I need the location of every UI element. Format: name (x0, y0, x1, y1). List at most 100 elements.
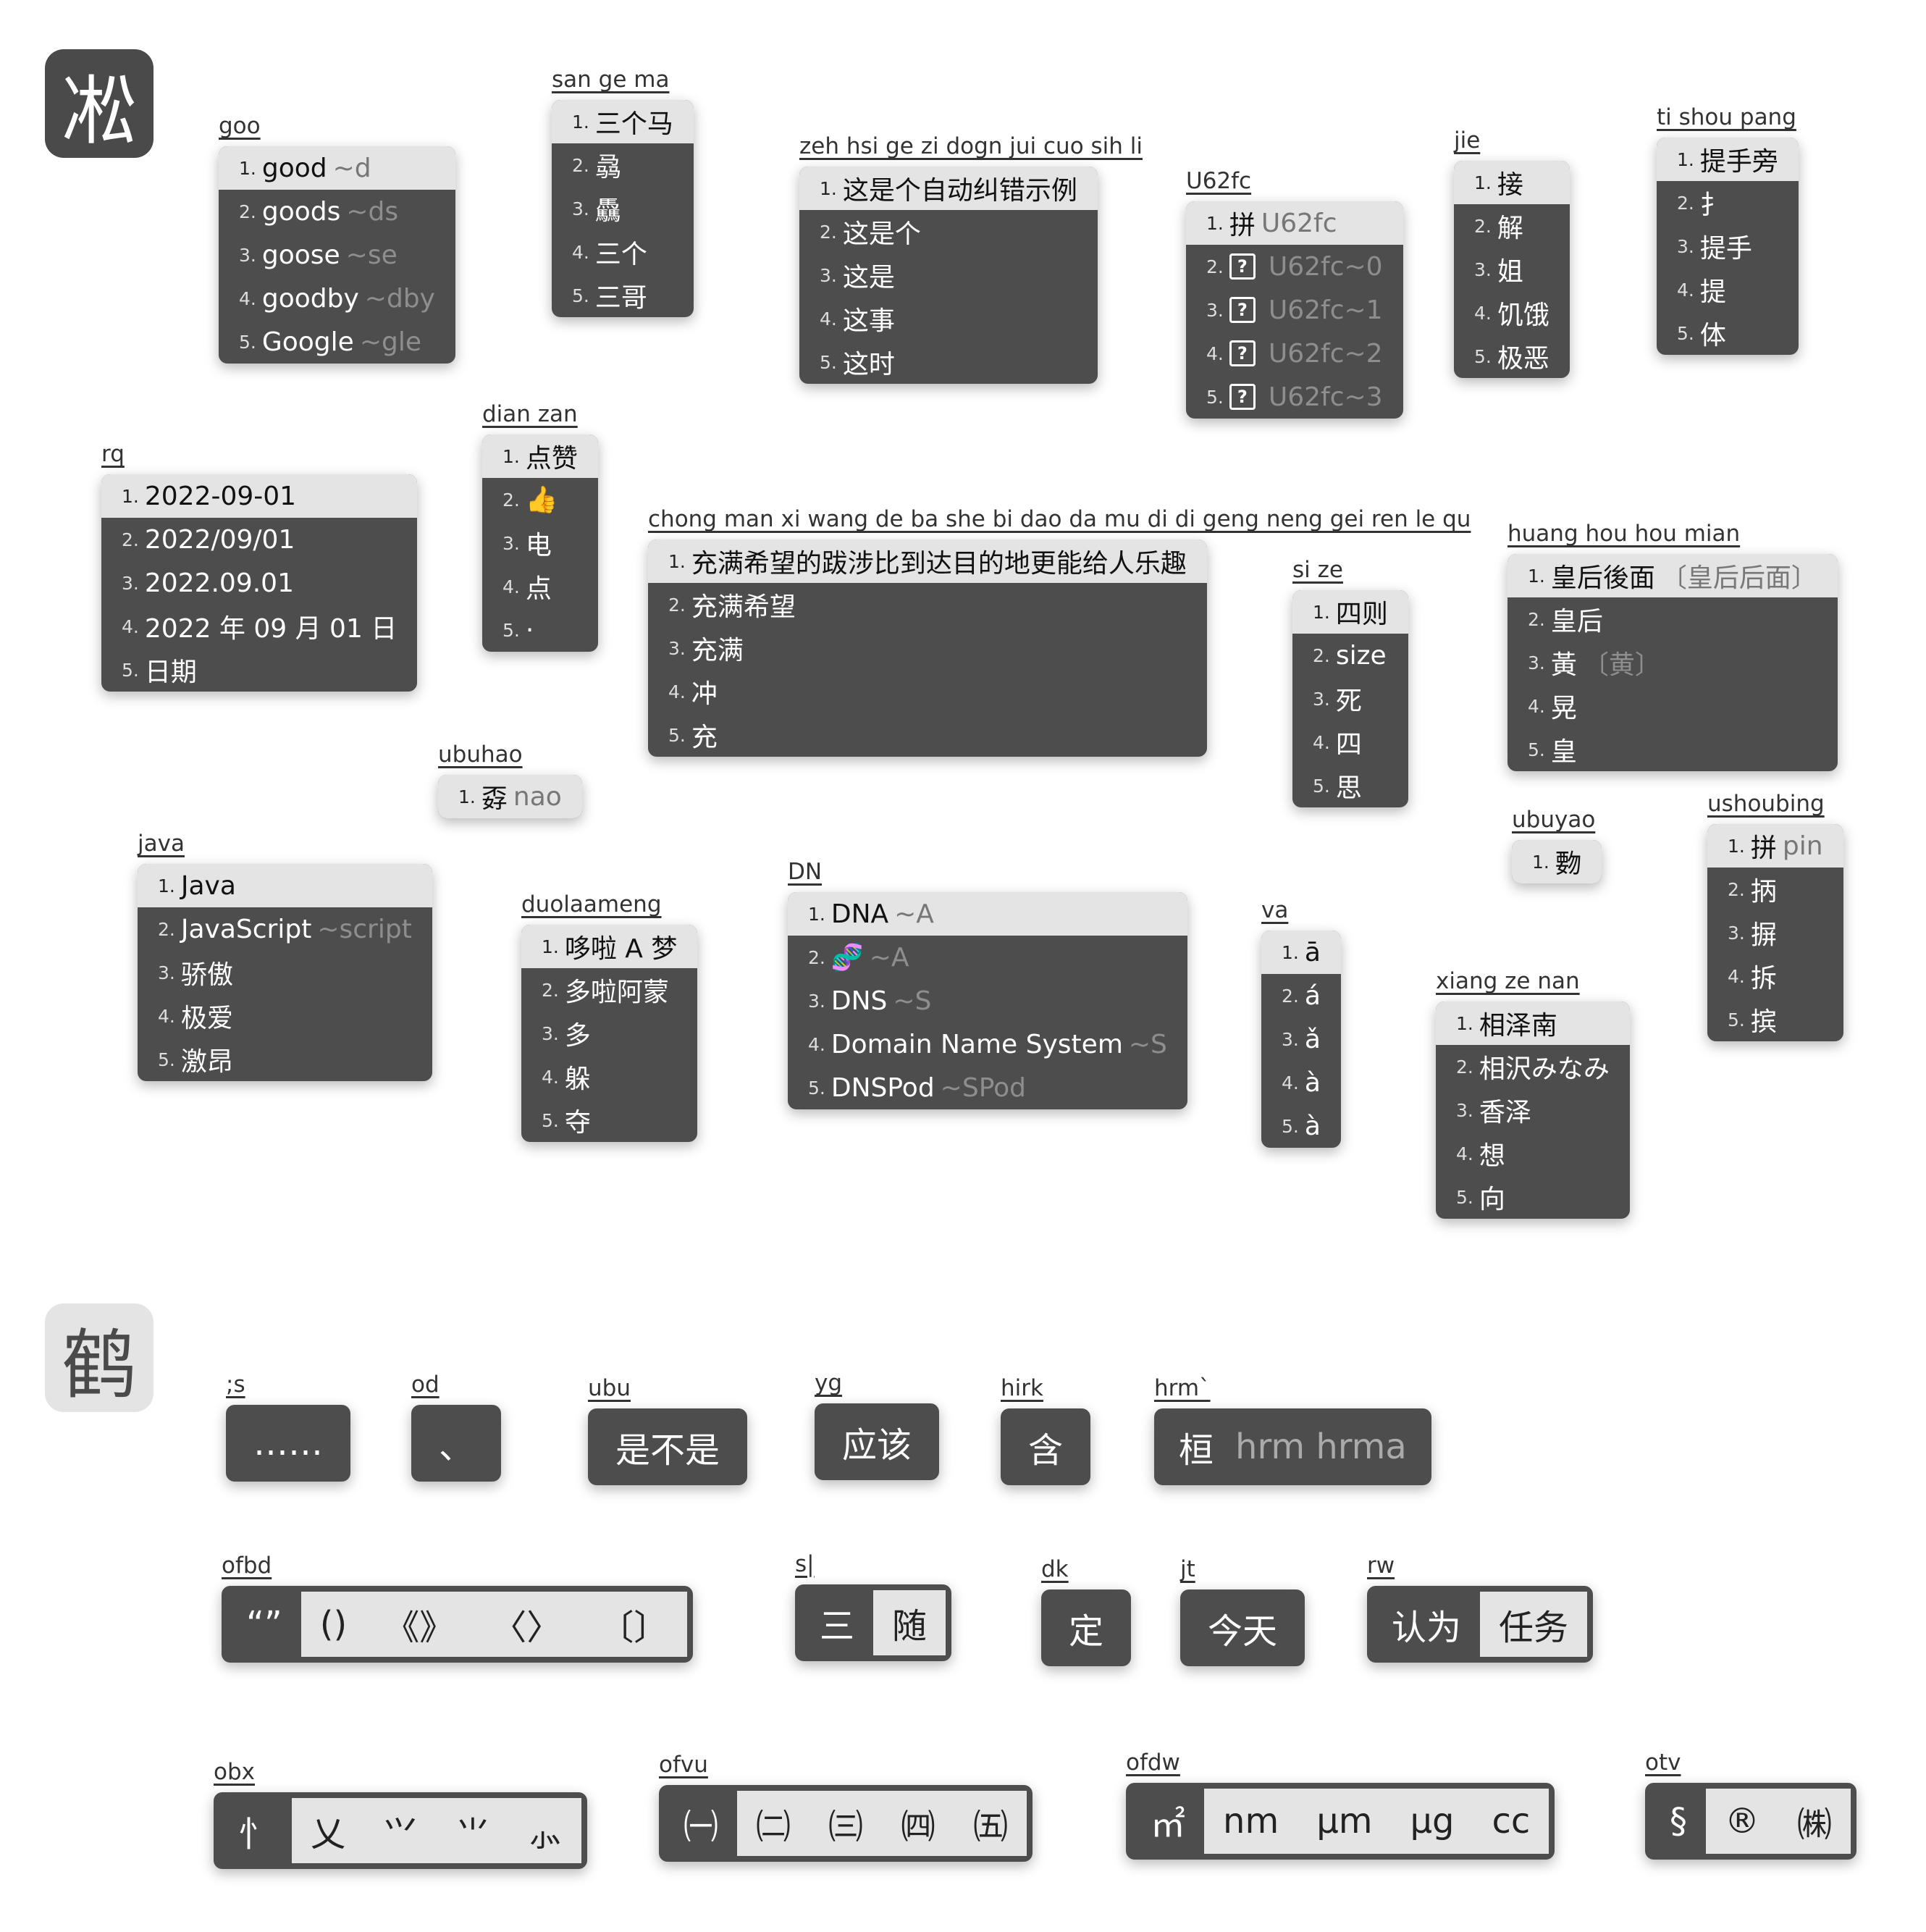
candidate-item[interactable]: ㈤ (973, 1807, 1009, 1847)
selected-candidate[interactable]: 1.哆啦 A 梦 (521, 925, 698, 968)
candidate-item[interactable]: 3.?U62fc~1 (1186, 288, 1403, 332)
candidate-item[interactable]: 忄 (238, 1814, 274, 1855)
candidate-item[interactable]: 4.点 (482, 565, 598, 608)
selected-candidate[interactable]: 1.相泽南 (1436, 1001, 1630, 1045)
candidate-item[interactable]: nm (1223, 1801, 1279, 1841)
candidate-item[interactable]: 3.充满 (648, 626, 1207, 670)
candidate-item[interactable]: 4.à (1261, 1061, 1341, 1104)
candidate-item[interactable]: 4.冲 (648, 670, 1207, 713)
candidate-item[interactable]: 5.思 (1292, 764, 1408, 807)
candidate-item[interactable]: 5.向 (1436, 1175, 1630, 1219)
candidate-item[interactable]: 〔〕 (599, 1608, 669, 1648)
selected-candidate[interactable]: 1.覅 (1512, 840, 1602, 883)
selected-candidate[interactable]: 1.DNA~A (788, 892, 1187, 936)
candidate-item[interactable]: 《》 (384, 1608, 455, 1648)
candidate-item[interactable]: 三 (820, 1606, 855, 1647)
candidate-item[interactable]: 2.相沢みなみ (1436, 1045, 1630, 1088)
candidate-item[interactable]: 定 (1069, 1611, 1104, 1652)
candidate-item[interactable]: 3.香泽 (1436, 1088, 1630, 1132)
selected-candidate[interactable]: 1.这是个自动纠错示例 (799, 167, 1098, 210)
candidate-item[interactable]: 5.皇 (1507, 728, 1838, 771)
candidate-item[interactable]: ㎡ (1151, 1805, 1186, 1845)
candidate-item[interactable]: 2.2022/09/01 (101, 518, 417, 561)
candidate-item[interactable]: 5.Google~gle (219, 320, 455, 364)
candidate-item[interactable]: 4.极爱 (138, 994, 432, 1038)
candidate-item[interactable]: 是不是 (615, 1430, 720, 1471)
candidate-item[interactable]: 5.?U62fc~3 (1186, 375, 1403, 419)
candidate-item[interactable]: 2.JavaScript~script (138, 907, 432, 951)
candidate-item[interactable]: () (319, 1604, 348, 1645)
candidate-item[interactable]: 2.🧬~A (788, 936, 1187, 979)
candidate-item[interactable]: ㈠ (684, 1807, 719, 1847)
candidate-item[interactable]: ㈣ (901, 1807, 936, 1847)
candidate-item[interactable]: 4.这事 (799, 297, 1098, 340)
selected-candidate[interactable]: 1.接 (1454, 161, 1570, 204)
candidate-item[interactable]: 2.扌 (1657, 181, 1799, 224)
candidate-item[interactable]: μm (1316, 1801, 1373, 1841)
candidate-item[interactable]: 3.这是 (799, 253, 1098, 297)
candidate-item[interactable]: 2.这是个 (799, 210, 1098, 253)
candidate-item[interactable]: 任务 (1499, 1608, 1569, 1648)
candidate-item[interactable]: 3.ǎ (1261, 1017, 1341, 1061)
candidate-item[interactable]: 2.?U62fc~0 (1186, 245, 1403, 288)
candidate-item[interactable]: 2.抦 (1707, 868, 1843, 911)
candidate-item[interactable]: “” (246, 1604, 282, 1645)
candidate-item[interactable]: ㈡ (756, 1807, 791, 1847)
candidate-item[interactable]: 2.皇后 (1507, 597, 1838, 641)
candidate-item[interactable]: 4.饥饿 (1454, 291, 1570, 335)
candidate-item[interactable]: 2.size (1292, 634, 1408, 677)
candidate-item[interactable]: 含 (1028, 1430, 1064, 1471)
candidate-item[interactable]: 2.👍 (482, 478, 598, 521)
selected-candidate[interactable]: 1.充满希望的跋涉比到达目的地更能给人乐趣 (648, 539, 1207, 583)
candidate-item[interactable]: 、 (439, 1427, 474, 1467)
candidate-item[interactable]: 5.· (482, 608, 598, 652)
candidate-item[interactable]: ㈢ (828, 1807, 864, 1847)
candidate-item[interactable]: ⺌ (455, 1814, 491, 1855)
candidate-item[interactable]: ⺗ (528, 1814, 563, 1855)
candidate-item[interactable]: 3.多 (521, 1012, 697, 1055)
candidate-item[interactable]: 4.Domain Name System~S (788, 1022, 1187, 1066)
candidate-item[interactable]: μg (1410, 1801, 1455, 1841)
candidate-item[interactable]: 5.à (1261, 1104, 1341, 1148)
candidate-item[interactable]: ® (1725, 1801, 1759, 1841)
selected-candidate[interactable]: 1.三个马 (552, 100, 694, 143)
candidate-item[interactable]: 2.goods~ds (219, 190, 455, 233)
candidate-item[interactable]: 4.想 (1436, 1132, 1630, 1175)
candidate-item[interactable]: 3.摒 (1707, 911, 1843, 954)
candidate-item[interactable]: 5.体 (1657, 311, 1799, 355)
candidate-item[interactable]: 4.四 (1292, 721, 1408, 764)
candidate-item[interactable]: 3.死 (1292, 677, 1408, 721)
candidate-item[interactable]: 5.日期 (101, 648, 417, 692)
candidate-item[interactable]: …… (253, 1423, 323, 1463)
candidate-item[interactable]: 3.提手 (1657, 224, 1799, 268)
candidate-item[interactable]: ⺍ (383, 1814, 419, 1855)
selected-candidate[interactable]: 1.提手旁 (1657, 138, 1799, 181)
candidate-item[interactable]: 5.这时 (799, 340, 1098, 384)
candidate-item[interactable]: 2.骉 (552, 143, 694, 187)
candidate-item[interactable]: 4.晃 (1507, 684, 1838, 728)
candidate-item[interactable]: ㈱ (1797, 1805, 1833, 1845)
candidate-item[interactable]: 3.黃〔黄〕 (1507, 641, 1838, 684)
candidate-item[interactable]: 〈〉 (492, 1608, 562, 1648)
candidate-item[interactable]: 3.电 (482, 521, 598, 565)
selected-candidate[interactable]: 1.good~d (219, 146, 455, 190)
candidate-item[interactable]: 2.解 (1454, 204, 1570, 248)
candidate-item[interactable]: 今天 (1208, 1611, 1278, 1652)
candidate-item[interactable]: 3.2022.09.01 (101, 561, 417, 605)
candidate-item[interactable]: 4.拆 (1707, 954, 1843, 998)
candidate-item[interactable]: 3.goose~se (219, 233, 455, 277)
candidate-item[interactable]: 5.DNSPod~SPod (788, 1066, 1187, 1109)
candidate-item[interactable]: 3.DNS~S (788, 979, 1187, 1022)
candidate-item[interactable]: 乂 (311, 1814, 346, 1855)
selected-candidate[interactable]: 1.四则 (1292, 590, 1408, 634)
selected-candidate[interactable]: 1.点赞 (482, 434, 598, 478)
candidate-item[interactable]: 随 (892, 1606, 928, 1647)
candidate-item[interactable]: 2.充满希望 (648, 583, 1207, 626)
candidate-item[interactable]: 3.驫 (552, 187, 694, 230)
candidate-item[interactable]: 5.激昂 (138, 1038, 432, 1081)
candidate-item[interactable]: 4.goodby~dby (219, 277, 455, 320)
candidate-item[interactable]: § (1670, 1801, 1687, 1841)
